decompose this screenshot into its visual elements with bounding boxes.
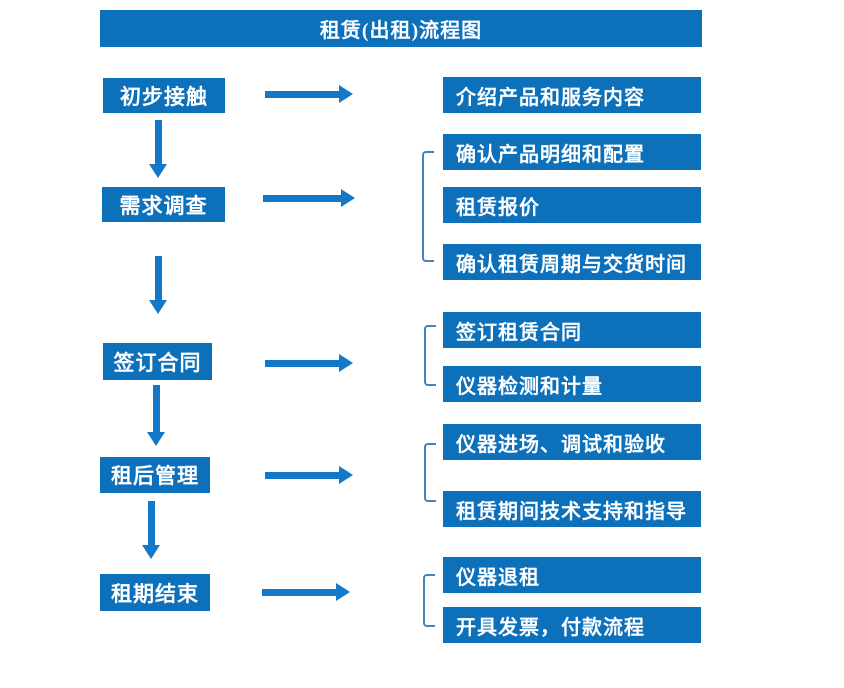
arrow-shaft	[152, 385, 160, 432]
group-bracket-demand-survey	[422, 151, 434, 262]
down-arrow-icon	[149, 120, 167, 178]
arrow-head	[341, 189, 355, 207]
arrow-head	[339, 354, 353, 372]
arrow-shaft	[147, 501, 155, 545]
detail-box: 签订租赁合同	[443, 312, 701, 348]
detail-box: 确认产品明细和配置	[443, 134, 701, 170]
arrow-head	[336, 583, 350, 601]
step-box-post-rental-management: 租后管理	[100, 457, 210, 493]
right-arrow-icon	[265, 354, 353, 372]
detail-box: 仪器检测和计量	[443, 366, 701, 402]
arrow-shaft	[263, 194, 341, 202]
detail-box: 介绍产品和服务内容	[443, 77, 701, 113]
detail-box: 租赁报价	[443, 187, 701, 223]
arrow-shaft	[265, 90, 339, 98]
arrow-shaft	[265, 471, 339, 479]
detail-box: 仪器进场、调试和验收	[443, 424, 701, 460]
group-bracket-sign-contract	[424, 325, 436, 386]
down-arrow-icon	[142, 501, 160, 559]
detail-box: 租赁期间技术支持和指导	[443, 491, 701, 527]
arrow-shaft	[154, 120, 162, 164]
arrow-head	[339, 466, 353, 484]
detail-box: 开具发票，付款流程	[443, 607, 701, 643]
arrow-shaft	[262, 588, 336, 596]
step-box-rental-end: 租期结束	[100, 574, 210, 611]
right-arrow-icon	[265, 85, 353, 103]
arrow-head	[147, 432, 165, 446]
arrow-head	[142, 545, 160, 559]
down-arrow-icon	[147, 385, 165, 446]
right-arrow-icon	[263, 189, 355, 207]
right-arrow-icon	[265, 466, 353, 484]
detail-box: 确认租赁周期与交货时间	[443, 244, 701, 280]
step-box-initial-contact: 初步接触	[103, 78, 225, 113]
arrow-shaft	[154, 256, 162, 300]
step-box-demand-survey: 需求调查	[102, 187, 225, 222]
arrow-head	[339, 85, 353, 103]
down-arrow-icon	[149, 256, 167, 314]
arrow-head	[149, 300, 167, 314]
flowchart-title: 租赁(出租)流程图	[100, 10, 702, 47]
group-bracket-post-rental	[424, 443, 436, 502]
step-box-sign-contract: 签订合同	[103, 343, 212, 380]
arrow-shaft	[265, 359, 339, 367]
right-arrow-icon	[262, 583, 350, 601]
group-bracket-rental-end	[423, 574, 435, 627]
detail-box: 仪器退租	[443, 557, 701, 593]
arrow-head	[149, 164, 167, 178]
